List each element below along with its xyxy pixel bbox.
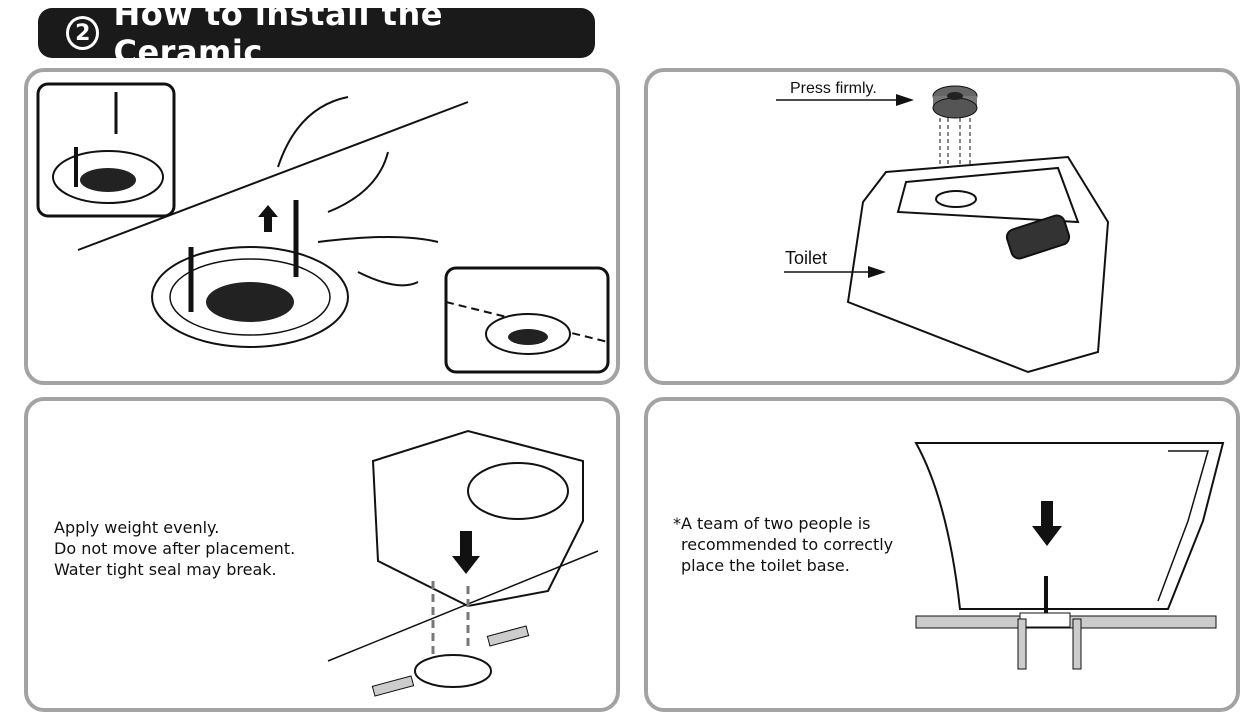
floor-edge-line	[77, 101, 469, 251]
arrow-right-icon	[868, 266, 886, 278]
note-line: *A team of two people is	[673, 514, 871, 533]
instruction-line: Apply weight evenly.	[54, 518, 220, 537]
note-line: place the toilet base.	[681, 556, 850, 575]
panel-press-gasket: Press firmly. Toilet	[644, 68, 1240, 385]
hands-drawing	[277, 96, 439, 287]
placement-illustration	[327, 429, 599, 697]
down-arrow-icon	[452, 531, 480, 574]
placement-instructions: Apply weight evenly. Do not move after p…	[54, 517, 295, 580]
instruction-line: Water tight seal may break.	[54, 560, 277, 579]
toilet-tank	[846, 155, 1110, 374]
toilet-body	[371, 429, 584, 608]
note-line: recommended to correctly	[681, 535, 894, 554]
team-note: *A team of two people is recommended to …	[673, 513, 893, 576]
step-number-badge: 2	[66, 16, 100, 50]
drain-pipe	[1072, 618, 1082, 670]
panel-install-bolts	[24, 68, 620, 385]
section-title: How to install the Ceramic	[113, 0, 443, 71]
gasket	[932, 85, 978, 119]
up-arrow-icon	[258, 205, 278, 232]
section-title-banner: 2 How to install the Ceramic	[38, 0, 595, 71]
press-firmly-label: Press firmly.	[790, 80, 877, 97]
floor-tape	[486, 625, 530, 647]
floor-edge-line	[327, 550, 599, 662]
base-closeup-illustration	[914, 442, 1225, 670]
floor-tape	[371, 675, 415, 697]
arrow-right-icon	[896, 94, 914, 106]
drain-pipe	[1017, 618, 1027, 670]
flange	[1019, 612, 1071, 628]
panel-place-toilet: Apply weight evenly. Do not move after p…	[24, 397, 620, 712]
panel-toilet-base: *A team of two people is recommended to …	[644, 397, 1240, 712]
inset-detail-bolt	[36, 82, 176, 218]
bolt-installation-illustration	[36, 82, 610, 374]
flange-ring	[151, 200, 349, 348]
inset-detail-flange	[444, 266, 610, 374]
toilet-label: Toilet	[785, 248, 828, 268]
instruction-line: Do not move after placement.	[54, 539, 296, 558]
gasket-illustration	[776, 85, 1110, 374]
flange-ring	[414, 654, 492, 688]
down-arrow-icon	[1032, 501, 1062, 546]
toilet-base	[914, 442, 1225, 610]
